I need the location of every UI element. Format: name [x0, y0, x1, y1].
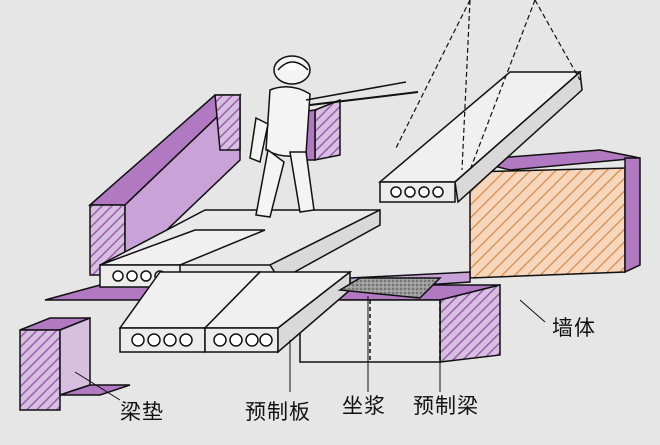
mortar-bed-label: 坐浆 — [342, 394, 386, 418]
beam-pad-label: 梁垫 — [120, 400, 164, 424]
precast-slab-front-a — [118, 271, 262, 353]
left-back-wall — [88, 93, 242, 276]
precast-beam-label: 预制梁 — [413, 394, 479, 418]
guide-pole — [309, 91, 419, 106]
suspended-slab — [377, 70, 583, 204]
precast-slab-label: 预制板 — [245, 400, 311, 424]
leader-lines — [74, 296, 546, 401]
worker-figure — [249, 55, 407, 218]
wall-label: 墙体 — [552, 316, 596, 340]
beam-pad — [19, 316, 131, 411]
crane-cables — [394, 0, 581, 171]
mortar-bed — [337, 277, 442, 299]
right-wall — [349, 149, 641, 291]
precast-slab-front-b — [203, 270, 353, 354]
